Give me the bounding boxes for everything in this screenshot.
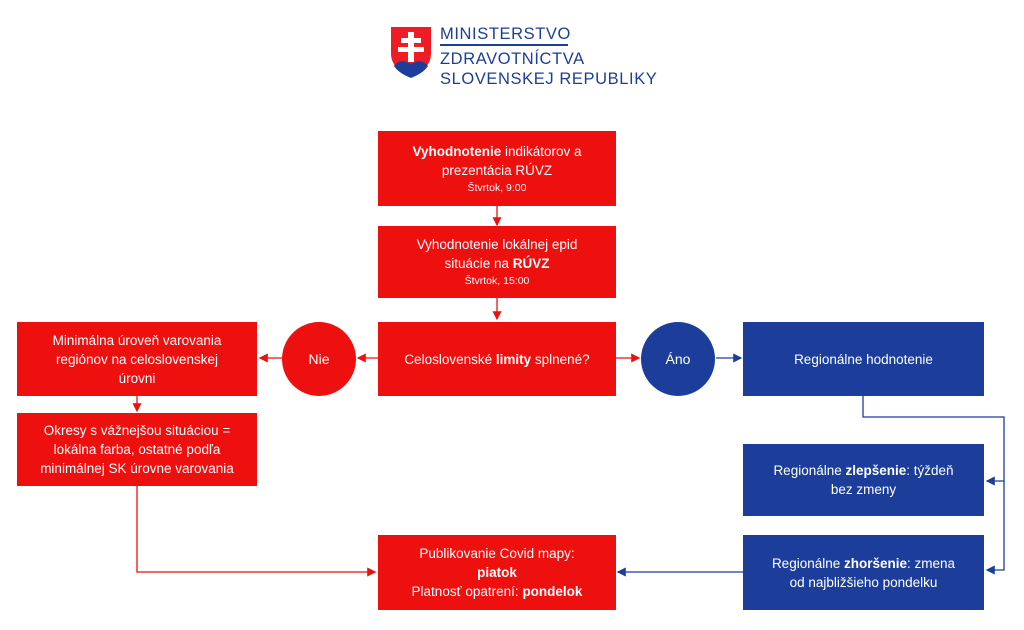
ministry-title-line2: ZDRAVOTNÍCTVA xyxy=(440,50,585,68)
publish-bold2: pondelok xyxy=(522,584,583,599)
regional-improvement-box: Regionálne zlepšenie: týždeň bez zmeny xyxy=(743,444,984,516)
arrow-left2-publish xyxy=(136,486,377,577)
regional-worsening-box: Regionálne zhoršenie: zmena od najbližši… xyxy=(743,535,984,610)
decision-limits-met: Celoslovenské limity splnené? xyxy=(378,322,616,396)
ministry-title-line1: MINISTERSTVO xyxy=(440,25,571,43)
left2-line2: lokálna farba, ostatné podľa xyxy=(53,442,221,457)
step1-rest: indikátorov a xyxy=(501,143,582,159)
left2-line1: Okresy s vážnejšou situáciou = xyxy=(43,423,231,438)
step2-pre: situácie na xyxy=(444,256,513,271)
right2-line2: bez zmeny xyxy=(830,482,897,497)
decision-pre: Celoslovenské xyxy=(404,351,496,367)
left1-line2: regiónov na celoslovenskej xyxy=(55,351,219,367)
right3-line2: od najbližšieho pondelku xyxy=(789,574,938,590)
step2-bold: RÚVZ xyxy=(512,256,550,271)
left1-line3: úrovni xyxy=(118,370,156,386)
yes-circle: Áno xyxy=(641,322,715,396)
decision-bold: limity xyxy=(495,351,532,367)
step1-bold: Vyhodnotenie xyxy=(412,143,502,159)
publish-covid-map-box: Publikovanie Covid mapy: piatok Platnosť… xyxy=(378,535,616,610)
step1-time: Štvrtok, 9:00 xyxy=(467,181,527,194)
no-circle: Nie xyxy=(282,322,356,396)
arrow-right1-right2 xyxy=(862,396,1005,486)
publish-pre: Platnosť opatrení: xyxy=(411,584,523,599)
slovak-coat-of-arms-icon xyxy=(389,25,433,80)
right3-bold: zhoršenie xyxy=(844,555,908,571)
regional-evaluation-box: Regionálne hodnotenie xyxy=(743,322,984,396)
arrow-right1-right3 xyxy=(985,481,1005,575)
right3-post: : zmena xyxy=(907,555,956,571)
step-evaluation-indicators: Vyhodnotenie indikátorov a prezentácia R… xyxy=(378,131,616,206)
ministry-title-line3: SLOVENSKEJ REPUBLIKY xyxy=(440,70,658,88)
publish-line1: Publikovanie Covid mapy: xyxy=(419,546,575,561)
right1-label: Regionálne hodnotenie xyxy=(794,351,933,367)
step2-time: Štvrtok, 15:00 xyxy=(464,275,530,287)
right2-pre: Regionálne xyxy=(773,463,846,478)
decision-post: splnené? xyxy=(531,351,590,367)
districts-local-color-box: Okresy s vážnejšou situáciou = lokálna f… xyxy=(17,413,257,486)
publish-bold1: piatok xyxy=(477,565,517,580)
ministry-title-underline xyxy=(440,44,568,46)
step2-line1: Vyhodnotenie lokálnej epid xyxy=(416,237,578,252)
right2-post: : týždeň xyxy=(906,463,954,478)
left2-line3: minimálnej SK úrovne varovania xyxy=(40,461,234,476)
minimal-warning-level-box: Minimálna úroveň varovania regiónov na c… xyxy=(17,322,257,396)
right3-pre: Regionálne xyxy=(771,555,844,571)
left1-line1: Minimálna úroveň varovania xyxy=(52,332,222,348)
step1-line2: prezentácia RÚVZ xyxy=(441,162,553,178)
right2-bold: zlepšenie xyxy=(845,463,907,478)
step-local-epid-evaluation: Vyhodnotenie lokálnej epid situácie na R… xyxy=(378,226,616,298)
